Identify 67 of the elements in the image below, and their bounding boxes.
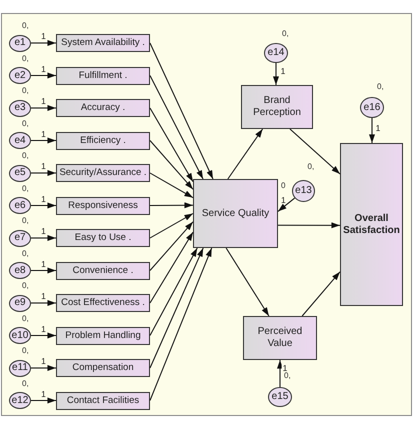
construct-box: Perceived Value xyxy=(243,316,317,360)
arrow xyxy=(30,105,56,111)
indicator-box: Convenience . xyxy=(56,262,150,280)
arrow xyxy=(278,198,296,212)
variance-label: 0, xyxy=(284,372,291,380)
construct-box: Overall Satisfaction xyxy=(340,143,403,306)
arrow xyxy=(30,300,56,306)
arrow xyxy=(289,128,340,174)
arrow xyxy=(150,248,204,368)
variance-label: 0, xyxy=(22,314,29,322)
indicator-box: Efficiency . xyxy=(56,132,150,150)
arrow xyxy=(277,360,283,388)
indicator-box: Accuracy . xyxy=(56,99,150,117)
arrow xyxy=(302,271,340,316)
edge-label: 1 xyxy=(280,66,286,76)
arrow xyxy=(150,248,198,336)
arrow xyxy=(150,202,194,208)
variance-label: 0, xyxy=(22,250,29,258)
arrow xyxy=(30,170,56,176)
arrow xyxy=(226,248,270,316)
construct-box: Brand Perception xyxy=(241,85,313,129)
indicator-box: Responsiveness xyxy=(56,196,150,214)
arrow xyxy=(150,221,194,271)
arrow xyxy=(30,235,56,241)
variance-label: 0, xyxy=(22,120,29,128)
construct-box: Service Quality xyxy=(193,179,278,248)
arrow xyxy=(150,248,212,401)
variance-label: 0, xyxy=(22,152,29,160)
variance-label: 0, xyxy=(22,347,29,355)
variance-label: 0, xyxy=(22,54,29,62)
variance-label: 0, xyxy=(22,22,29,30)
arrow xyxy=(273,62,279,86)
arrow xyxy=(30,268,56,274)
arrow xyxy=(30,138,56,144)
indicator-box: Contact Facilities xyxy=(56,392,150,410)
variance-label: 0, xyxy=(22,380,29,388)
arrow xyxy=(150,42,214,180)
variance-label: 0, xyxy=(22,184,29,192)
arrow xyxy=(30,332,56,338)
indicator-box: Easy to Use . xyxy=(56,229,150,247)
arrow xyxy=(150,140,194,190)
indicator-box: Cost Effectiveness . xyxy=(56,294,150,312)
arrow xyxy=(150,232,194,304)
arrow xyxy=(227,128,264,180)
arrow xyxy=(30,365,56,371)
arrow xyxy=(150,213,194,238)
indicator-box: Security/Assurance . xyxy=(56,164,150,182)
indicator-box: System Availability . xyxy=(56,34,150,52)
arrow xyxy=(30,202,56,208)
arrow xyxy=(150,108,194,182)
variance-label: 0, xyxy=(282,30,289,38)
indicator-box: Fulfillment . xyxy=(56,66,150,84)
intercept-label: 0 xyxy=(281,182,286,190)
variance-label: 0, xyxy=(308,163,314,171)
variance-label: 0, xyxy=(22,282,29,290)
arrow xyxy=(369,118,375,144)
indicator-box: Problem Handling xyxy=(56,326,150,344)
arrow xyxy=(150,172,194,198)
arrow xyxy=(30,40,56,46)
arrow xyxy=(30,398,56,404)
variance-label: 0, xyxy=(22,87,29,95)
arrow xyxy=(278,222,340,228)
variance-label: 0, xyxy=(22,217,29,225)
arrow xyxy=(150,75,204,180)
indicator-box: Compensation xyxy=(56,359,150,377)
variance-label: 0, xyxy=(377,82,384,90)
arrow xyxy=(30,72,56,78)
